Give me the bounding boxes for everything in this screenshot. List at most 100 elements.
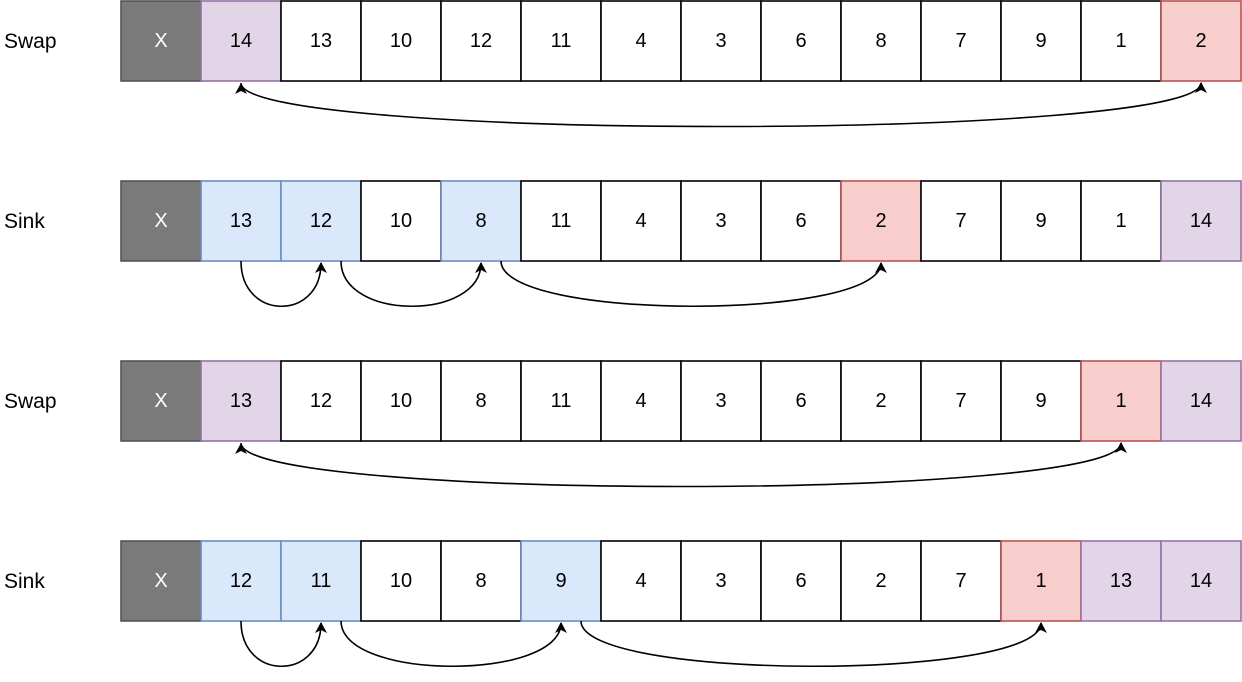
array-cell bbox=[1080, 180, 1162, 262]
cell-value: 11 bbox=[551, 210, 572, 232]
array-cell bbox=[1160, 360, 1242, 442]
array-cell bbox=[680, 360, 762, 442]
array-cell bbox=[200, 180, 282, 262]
cell-value: 8 bbox=[875, 30, 886, 52]
array-cell bbox=[760, 180, 842, 262]
cell-value: 2 bbox=[875, 570, 886, 592]
cell-value: 4 bbox=[635, 30, 646, 52]
array-cell bbox=[840, 0, 922, 82]
cell-value: X bbox=[154, 390, 167, 412]
cell-value: 14 bbox=[1190, 210, 1212, 232]
cell-value: 13 bbox=[1110, 570, 1132, 592]
row-label: Swap bbox=[4, 390, 57, 413]
sink-arrow bbox=[240, 620, 327, 667]
array-cell bbox=[280, 540, 362, 622]
cell-value: 2 bbox=[875, 390, 886, 412]
array-cell bbox=[520, 540, 602, 622]
array-cell bbox=[520, 0, 602, 82]
cell-value: 9 bbox=[1035, 390, 1046, 412]
cell-value: 7 bbox=[955, 210, 966, 232]
cell-value: X bbox=[154, 210, 167, 232]
array-cell bbox=[760, 360, 842, 442]
cell-value: 1 bbox=[1115, 390, 1126, 412]
array-cell bbox=[680, 0, 762, 82]
array-cell bbox=[440, 540, 522, 622]
sentinel-cell bbox=[120, 0, 202, 82]
swap-arrow bbox=[240, 442, 1127, 488]
array-cell bbox=[360, 180, 442, 262]
array-cell bbox=[280, 0, 362, 82]
cell-value: 3 bbox=[715, 210, 726, 232]
array-cell bbox=[280, 180, 362, 262]
array-cell bbox=[1080, 360, 1162, 442]
array-cell bbox=[920, 180, 1002, 262]
cell-value: 3 bbox=[715, 390, 726, 412]
cell-value: 9 bbox=[1035, 30, 1046, 52]
cell-value: 7 bbox=[955, 30, 966, 52]
row-label: Sink bbox=[4, 570, 45, 593]
cell-value: 10 bbox=[390, 570, 412, 592]
sink-arrow bbox=[340, 260, 487, 307]
cell-value: 3 bbox=[715, 30, 726, 52]
array-cell bbox=[600, 0, 682, 82]
array-cell bbox=[840, 360, 922, 442]
array-cell bbox=[1080, 540, 1162, 622]
cell-value: 1 bbox=[1035, 570, 1046, 592]
cell-value: 11 bbox=[551, 390, 572, 412]
cell-value: 6 bbox=[795, 570, 806, 592]
cell-value: 9 bbox=[1035, 210, 1046, 232]
cell-value: 8 bbox=[475, 390, 486, 412]
cell-value: 8 bbox=[475, 210, 486, 232]
sentinel-cell bbox=[120, 360, 202, 442]
cell-value: 6 bbox=[795, 30, 806, 52]
cell-value: 6 bbox=[795, 390, 806, 412]
array-cell bbox=[280, 360, 362, 442]
array-cell bbox=[1160, 0, 1242, 82]
cell-value: 13 bbox=[230, 390, 252, 412]
cell-value: 9 bbox=[555, 570, 566, 592]
cell-value: 14 bbox=[1190, 570, 1212, 592]
array-cell bbox=[440, 0, 522, 82]
array-cell bbox=[600, 360, 682, 442]
array-cell bbox=[680, 540, 762, 622]
cell-value: 14 bbox=[230, 30, 252, 52]
array-cell bbox=[920, 360, 1002, 442]
cell-value: 6 bbox=[795, 210, 806, 232]
cell-value: 7 bbox=[955, 390, 966, 412]
array-cell bbox=[520, 360, 602, 442]
cell-value: 12 bbox=[310, 390, 332, 412]
cell-value: 7 bbox=[955, 570, 966, 592]
cell-value: 2 bbox=[1195, 30, 1206, 52]
sentinel-cell bbox=[120, 540, 202, 622]
array-cell bbox=[200, 0, 282, 82]
sink-arrow bbox=[240, 260, 327, 307]
cell-value: 10 bbox=[390, 210, 412, 232]
array-cell bbox=[600, 180, 682, 262]
cell-value: 2 bbox=[875, 210, 886, 232]
array-cell bbox=[1000, 360, 1082, 442]
cell-value: 4 bbox=[635, 570, 646, 592]
array-cell bbox=[1000, 0, 1082, 82]
cell-value: 14 bbox=[1190, 390, 1212, 412]
cell-value: 10 bbox=[390, 30, 412, 52]
row-label: Sink bbox=[4, 210, 45, 233]
swap-arrow bbox=[240, 82, 1207, 128]
array-cell bbox=[1160, 180, 1242, 262]
array-cell bbox=[920, 540, 1002, 622]
cell-value: 12 bbox=[230, 570, 252, 592]
cell-value: 4 bbox=[635, 390, 646, 412]
array-cell bbox=[360, 540, 442, 622]
cell-value: 1 bbox=[1115, 210, 1126, 232]
swap-arrowhead-start bbox=[235, 83, 247, 94]
array-cell bbox=[600, 540, 682, 622]
sink-arrow bbox=[580, 620, 1047, 668]
array-cell bbox=[680, 180, 762, 262]
cell-value: 13 bbox=[230, 210, 252, 232]
array-cell bbox=[1080, 0, 1162, 82]
